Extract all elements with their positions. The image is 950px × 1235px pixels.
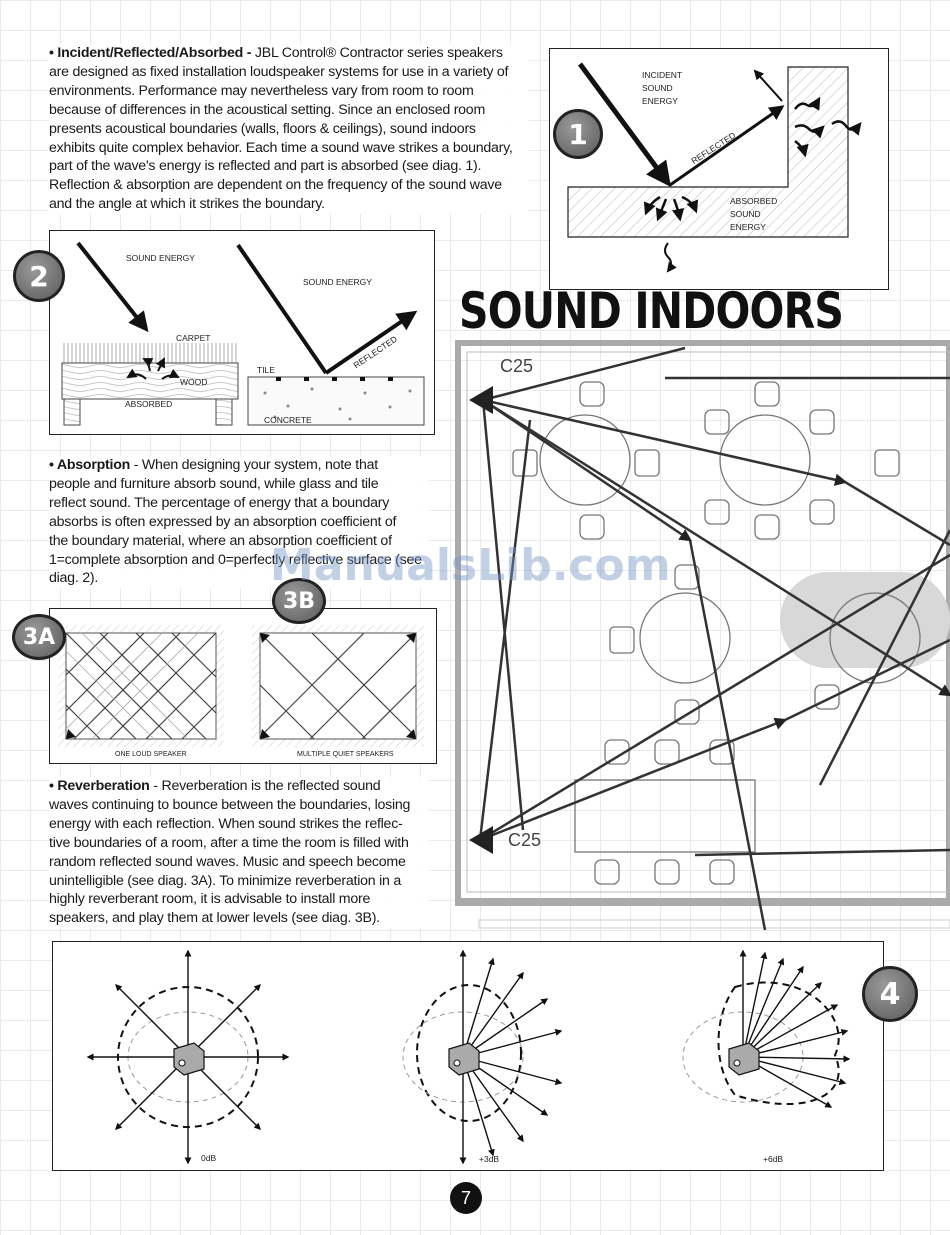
text-line: because of differences in the acoustical… — [49, 101, 486, 118]
badge-2: 2 — [13, 250, 65, 302]
paragraph-heading: • Reverberation — [49, 778, 150, 794]
speaker-label-bottom: C25 — [508, 830, 542, 850]
text-line: random reflected sound waves. Music and … — [49, 853, 406, 870]
room-floor-plan — [455, 340, 950, 930]
speaker-label-top: C25 — [500, 356, 534, 376]
label-tile: TILE — [257, 365, 275, 375]
text-line: the boundary material, where an absorpti… — [49, 532, 392, 549]
caption-one-loud-speaker: ONE LOUD SPEAKER — [115, 751, 187, 758]
text-line: environments. Performance may neverthele… — [49, 82, 474, 99]
diagram-2-drawing — [61, 241, 425, 426]
text-line: diag. 2). — [49, 570, 99, 587]
text-line: are designed as fixed installation louds… — [49, 63, 509, 80]
text-line: Reflection & absorption are dependent on… — [49, 177, 502, 194]
text-line: - When designing your system, note that — [133, 457, 378, 473]
diagram-4-drawing — [86, 949, 851, 1165]
paragraph-incident: • Incident/Reflected/Absorbed - JBL Cont… — [49, 44, 529, 215]
badge-3a: 3A — [12, 614, 66, 660]
text-line: JBL Control® Contractor series speakers — [254, 45, 503, 61]
text-line: 1=complete absorption and 0=perfectly re… — [49, 551, 422, 568]
caption-0db: 0dB — [201, 1153, 217, 1163]
text-line: exhibits quite complex behavior. Each ti… — [49, 139, 513, 156]
label-carpet: CARPET — [176, 333, 211, 343]
label-sound-energy-right: SOUND ENERGY — [303, 277, 372, 287]
text-line: waves continuing to bounce between the b… — [49, 796, 411, 813]
text-line: tive boundaries of a room, after a time … — [49, 834, 409, 851]
paragraph-reverberation: • Reverberation - Reverberation is the r… — [49, 777, 429, 929]
text-line: presents acoustical boundaries (walls, f… — [49, 120, 476, 137]
label-wood: WOOD — [180, 377, 208, 387]
paragraph-heading: • Incident/Reflected/Absorbed - — [49, 45, 252, 61]
diagram-4: 0dB +3dB +6dB — [52, 941, 884, 1171]
label-absorbed: ABSORBED — [125, 399, 173, 409]
paragraph-heading: • Absorption — [49, 457, 131, 473]
text-line: - Reverberation is the reflected sound — [153, 778, 381, 794]
badge-3b: 3B — [272, 578, 326, 624]
label-sound-energy-left: SOUND ENERGY — [126, 253, 195, 263]
text-line: unintelligible (see diag. 3A). To minimi… — [49, 872, 401, 889]
text-line: energy with each reflection. When sound … — [49, 815, 403, 832]
caption-6db: +6dB — [763, 1154, 784, 1164]
diagram-3: ONE LOUD SPEAKER MULTIPLE QUIET SPEAKERS — [49, 608, 437, 764]
text-line: people and furniture absorb sound, while… — [49, 475, 379, 492]
caption-multiple-quiet-speakers: MULTIPLE QUIET SPEAKERS — [297, 751, 394, 758]
section-title: SOUND INDOORS — [459, 282, 844, 340]
badge-1: 1 — [553, 109, 603, 159]
paragraph-absorption: • Absorption - When designing your syste… — [49, 456, 429, 589]
diagram-1-drawing — [567, 62, 862, 273]
watermark: ManualsLib.com — [270, 540, 671, 591]
diagram-3-drawing — [58, 625, 424, 747]
text-line: speakers, and play them at lower levels … — [49, 910, 380, 927]
text-line: absorbs is often expressed by an absorpt… — [49, 513, 397, 530]
diagram-2: SOUND ENERGY SOUND ENERGY CARPET WOOD AB… — [49, 230, 435, 435]
page-number: 7 — [450, 1182, 482, 1214]
text-line: reflect sound. The percentage of energy … — [49, 494, 390, 511]
text-line: highly reverberant room, it is advisable… — [49, 891, 371, 908]
badge-4: 4 — [862, 966, 918, 1022]
text-line: and the angle at which it strikes the bo… — [49, 196, 325, 213]
text-line: part of the wave's energy is reflected a… — [49, 158, 482, 175]
caption-3db: +3dB — [479, 1154, 500, 1164]
label-concrete: CONCRETE — [264, 415, 312, 425]
